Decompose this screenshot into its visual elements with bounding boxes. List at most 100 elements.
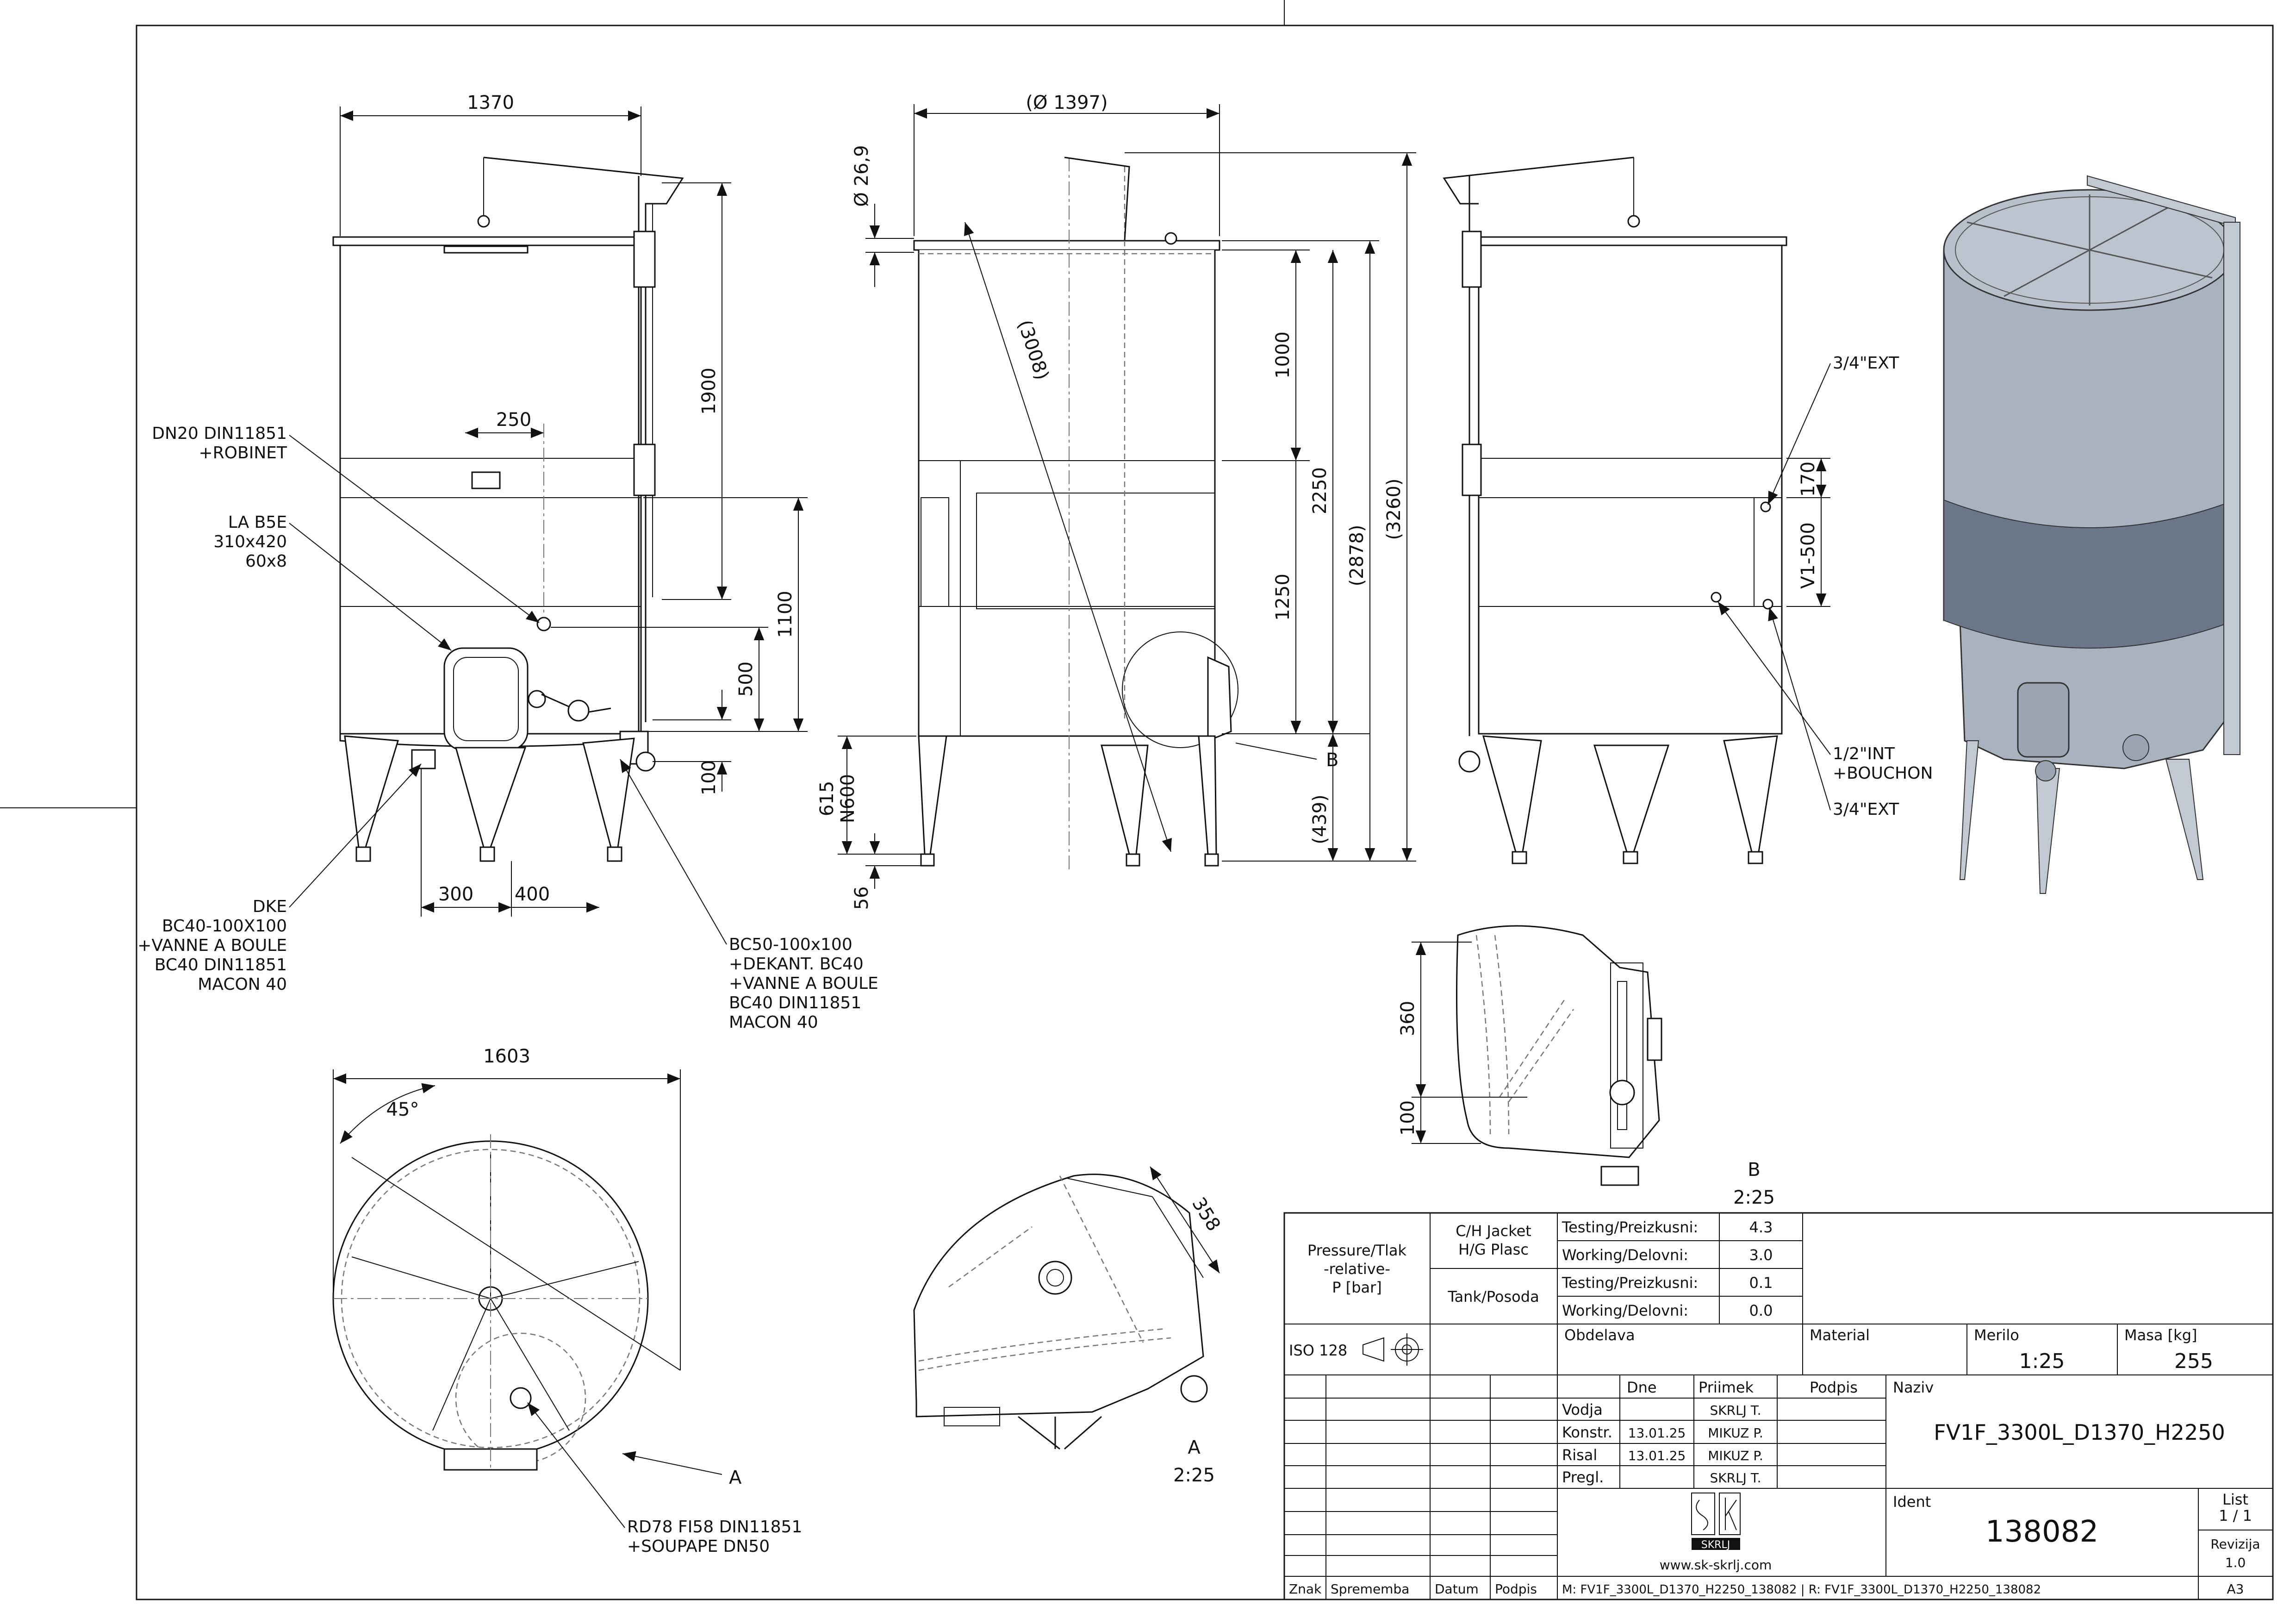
tb-model-ref: M: FV1F_3300L_D1370_H2250_138082 | R: FV… bbox=[1562, 1583, 2041, 1597]
label-dn20-2: +ROBINET bbox=[199, 443, 288, 462]
tb-val-2: 3.0 bbox=[1749, 1246, 1773, 1264]
tb-list: List bbox=[2222, 1491, 2248, 1508]
top-view: 1603 45° A RD78 FI58 DIN11851 +SOUPAPE D… bbox=[332, 1046, 802, 1556]
label-dn20-1: DN20 DIN11851 bbox=[152, 424, 287, 443]
dim-height-door: 500 bbox=[735, 662, 757, 697]
tb-pressure-3: P [bar] bbox=[1332, 1279, 1382, 1296]
tb-web: www.sk-skrlj.com bbox=[1660, 1557, 1772, 1573]
tb-pregl: Pregl. bbox=[1562, 1468, 1604, 1486]
projection-symbol-icon bbox=[1363, 1333, 1423, 1366]
detail-a-scale: 2:25 bbox=[1173, 1465, 1215, 1486]
dim-spacing: 250 bbox=[496, 409, 531, 431]
tb-val-4: 0.0 bbox=[1749, 1302, 1773, 1319]
dim-h56: 56 bbox=[851, 887, 872, 910]
dim-h2250: 2250 bbox=[1309, 467, 1331, 514]
dim-height-top: 1900 bbox=[698, 368, 720, 415]
side-view: (Ø 1397) Ø 26,9 (3008) 1000 1250 2250 (2… bbox=[816, 92, 1416, 910]
tb-konstr-name: MIKUZ P. bbox=[1708, 1425, 1763, 1441]
label-rd78-1: RD78 FI58 DIN11851 bbox=[627, 1518, 802, 1537]
dim-h615: 615 bbox=[816, 781, 838, 816]
label-bc50-5: MACON 40 bbox=[729, 1013, 818, 1032]
label-la-2: 310x420 bbox=[213, 532, 287, 551]
dim-diameter: (Ø 1397) bbox=[1026, 92, 1108, 113]
dim-h1000: 1000 bbox=[1272, 331, 1294, 379]
tb-merilo-val: 1:25 bbox=[2019, 1349, 2065, 1373]
tb-ident-val: 138082 bbox=[1985, 1515, 2098, 1549]
tb-jacket-2: H/G Plasc bbox=[1458, 1241, 1529, 1258]
tb-masa: Masa [kg] bbox=[2124, 1326, 2197, 1344]
tb-iso: ISO 128 bbox=[1289, 1342, 1347, 1359]
dim-v1-500: V1-500 bbox=[1798, 522, 1819, 589]
detail-a-label: A bbox=[1188, 1437, 1201, 1458]
tb-merilo: Merilo bbox=[1974, 1326, 2019, 1344]
detail-a: 358 A 2:25 bbox=[913, 1166, 1225, 1486]
dim-angle: 45° bbox=[386, 1099, 419, 1120]
tb-risal: Risal bbox=[1562, 1446, 1597, 1464]
label-int-1: 1/2"INT bbox=[1833, 744, 1895, 763]
front-legs bbox=[344, 735, 635, 862]
tb-naziv-val: FV1F_3300L_D1370_H2250 bbox=[1934, 1420, 2225, 1445]
tb-dne: Dne bbox=[1627, 1379, 1657, 1396]
label-dke-2: BC40-100X100 bbox=[162, 917, 287, 936]
front-labels: DN20 DIN11851 +ROBINET LA B5E 310x420 60… bbox=[137, 424, 878, 1032]
tb-working-2: Working/Delovni: bbox=[1562, 1302, 1688, 1319]
tb-znak: Znak bbox=[1289, 1581, 1322, 1597]
dim-h170: 170 bbox=[1798, 462, 1819, 497]
company-logo: SKRLJ bbox=[1691, 1493, 1741, 1551]
label-bc50-4: BC40 DIN11851 bbox=[729, 993, 861, 1012]
tb-naziv: Naziv bbox=[1893, 1379, 1934, 1396]
dim-width: 1370 bbox=[467, 92, 514, 113]
label-bc50-2: +DEKANT. BC40 bbox=[729, 955, 864, 974]
dim-h2878: (2878) bbox=[1346, 525, 1368, 586]
dim-h1250: 1250 bbox=[1272, 574, 1294, 621]
front-dimensions: 1370 250 1900 1100 500 100 300 4 bbox=[340, 92, 808, 917]
iso-view bbox=[1943, 175, 2240, 894]
tb-working-1: Working/Delovni: bbox=[1562, 1246, 1688, 1264]
tb-revizija: Revizija bbox=[2210, 1537, 2260, 1552]
dim-d358: 358 bbox=[1188, 1194, 1224, 1235]
dim-d360: 360 bbox=[1397, 1001, 1419, 1036]
tb-priimek: Priimek bbox=[1699, 1379, 1754, 1396]
label-dke-1: DKE bbox=[253, 897, 287, 916]
dim-pipe: Ø 26,9 bbox=[851, 145, 872, 206]
label-la-1: LA B5E bbox=[228, 513, 287, 532]
detail-b-scale: 2:25 bbox=[1733, 1187, 1775, 1208]
tb-material: Material bbox=[1810, 1326, 1870, 1344]
dim-leg-1: 300 bbox=[438, 884, 473, 905]
tb-podpis: Podpis bbox=[1810, 1379, 1858, 1396]
tb-pregl-name: SKRLJ T. bbox=[1710, 1470, 1761, 1486]
dim-h439: (439) bbox=[1309, 794, 1331, 844]
label-ext-1: 3/4"EXT bbox=[1833, 354, 1899, 373]
label-dke-5: MACON 40 bbox=[198, 975, 287, 994]
tb-podpis-2: Podpis bbox=[1495, 1581, 1537, 1597]
label-view-a: A bbox=[729, 1467, 742, 1488]
tb-testing-1: Testing/Preizkusni: bbox=[1562, 1218, 1698, 1236]
title-block: Pressure/Tlak -relative- P [bar] C/H Jac… bbox=[1283, 1212, 2274, 1600]
tb-list-val: 1 / 1 bbox=[2219, 1507, 2252, 1524]
tb-konstr-date: 13.01.25 bbox=[1628, 1425, 1686, 1441]
detail-b: 360 100 B 2:25 bbox=[1397, 925, 1775, 1208]
tb-risal-name: MIKUZ P. bbox=[1708, 1448, 1763, 1463]
dim-d1603: 1603 bbox=[483, 1046, 530, 1067]
front-view: 1370 250 1900 1100 500 100 300 4 bbox=[332, 92, 808, 917]
dim-height-mid: 1100 bbox=[775, 591, 796, 638]
tb-rev-val: 1.0 bbox=[2225, 1555, 2246, 1570]
label-dke-4: BC40 DIN11851 bbox=[155, 956, 287, 974]
tb-vodja-name: SKRLJ T. bbox=[1710, 1403, 1761, 1418]
tb-val-1: 4.3 bbox=[1749, 1218, 1773, 1236]
tb-masa-val: 255 bbox=[2174, 1349, 2213, 1373]
label-bc50-3: +VANNE A BOULE bbox=[729, 974, 878, 993]
dim-leg-2: 400 bbox=[515, 884, 550, 905]
tb-sprememba: Sprememba bbox=[1331, 1581, 1409, 1597]
tb-risal-date: 13.01.25 bbox=[1628, 1448, 1686, 1463]
tb-datum: Datum bbox=[1435, 1581, 1479, 1597]
label-ext-2: 3/4"EXT bbox=[1833, 800, 1899, 819]
dim-height-bottom: 100 bbox=[698, 760, 720, 795]
label-bc50-1: BC50-100x100 bbox=[729, 935, 852, 954]
right-view: 170 V1-500 3/4"EXT 1/2"INT +BOUCHON 3/4"… bbox=[1443, 156, 1933, 864]
label-la-3: 60x8 bbox=[245, 552, 287, 571]
tb-logo-name: SKRLJ bbox=[1701, 1539, 1730, 1551]
label-dke-3: +VANNE A BOULE bbox=[137, 936, 287, 955]
dim-d100: 100 bbox=[1397, 1100, 1419, 1136]
